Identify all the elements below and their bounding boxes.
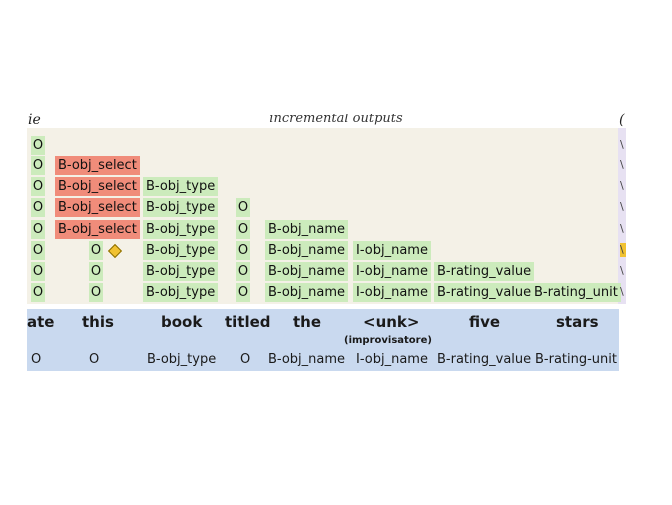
token-word: ate [27, 313, 55, 331]
output-cell: I-obj_name [353, 241, 431, 260]
output-cell: O [31, 177, 45, 196]
output-cell: O [236, 198, 250, 217]
output-cell: B-obj_type [143, 262, 219, 281]
output-cell: I-obj_name [353, 262, 431, 281]
output-cell: O [31, 136, 45, 155]
token-word: stars [556, 313, 599, 331]
output-cell: I-obj_name [353, 283, 431, 302]
right-edge-mark: \ [620, 158, 624, 171]
output-cell: B-obj_type [143, 283, 219, 302]
output-cell: B-obj_type [143, 241, 219, 260]
right-edge-mark: \ [620, 264, 624, 277]
token-word: this [82, 313, 114, 331]
right-edge-mark: \ [620, 285, 624, 298]
final-label: I-obj_name [356, 352, 428, 367]
output-cell: B-obj_select [55, 156, 140, 175]
final-label: B-obj_name [268, 352, 346, 367]
final-label: O [89, 352, 100, 367]
output-cell: B-obj_select [55, 198, 140, 217]
output-cell: O [236, 283, 250, 302]
right-edge-mark: \ [620, 179, 624, 192]
output-cell: B-rating_value [434, 283, 535, 302]
token-word: book [161, 313, 203, 331]
output-cell: B-rating_value [434, 262, 535, 281]
token-bar [27, 309, 619, 371]
token-word: five [469, 313, 501, 331]
output-cell: O [236, 220, 250, 239]
output-cell: B-obj_type [143, 198, 219, 217]
output-cell: B-obj_name [265, 220, 349, 239]
output-cell: O [31, 156, 45, 175]
final-label: B-obj_type [147, 352, 217, 367]
token-word: <unk> [363, 313, 420, 331]
output-cell: O [31, 283, 45, 302]
right-edge-mark: \ [620, 200, 624, 213]
diagram-title: incremental outputs [269, 114, 403, 126]
output-cell: O [31, 262, 45, 281]
right-edge-mark: \ [620, 243, 626, 257]
left-header-fragment: ie [28, 112, 41, 128]
output-cell: O [236, 241, 250, 260]
right-edge-mark: \ [620, 138, 624, 151]
final-label: O [31, 352, 42, 367]
output-cell: O [31, 220, 45, 239]
output-cell: B-obj_type [143, 220, 219, 239]
right-edge-mark: \ [620, 222, 624, 235]
token-word: the [293, 313, 322, 331]
output-cell: O [89, 283, 103, 302]
output-cell: B-obj_type [143, 177, 219, 196]
token-word: titled [225, 313, 271, 331]
final-label: B-rating_value [437, 352, 532, 367]
output-cell: B-obj_select [55, 177, 140, 196]
final-label: B-rating-unit [535, 352, 617, 367]
final-label: O [240, 352, 251, 367]
output-cell: B-rating_unit [531, 283, 621, 302]
output-cell: O [236, 262, 250, 281]
output-cell: O [31, 241, 45, 260]
right-edge-strip [618, 128, 626, 304]
unk-subtitle: (improvisatore) [344, 335, 432, 346]
output-cell: B-obj_name [265, 241, 349, 260]
output-cell: B-obj_select [55, 220, 140, 239]
output-cell: O [89, 262, 103, 281]
output-cell: O [89, 241, 103, 260]
output-cell: B-obj_name [265, 262, 349, 281]
right-header-fragment: ( [619, 112, 625, 128]
output-cell: O [31, 198, 45, 217]
output-cell: B-obj_name [265, 283, 349, 302]
